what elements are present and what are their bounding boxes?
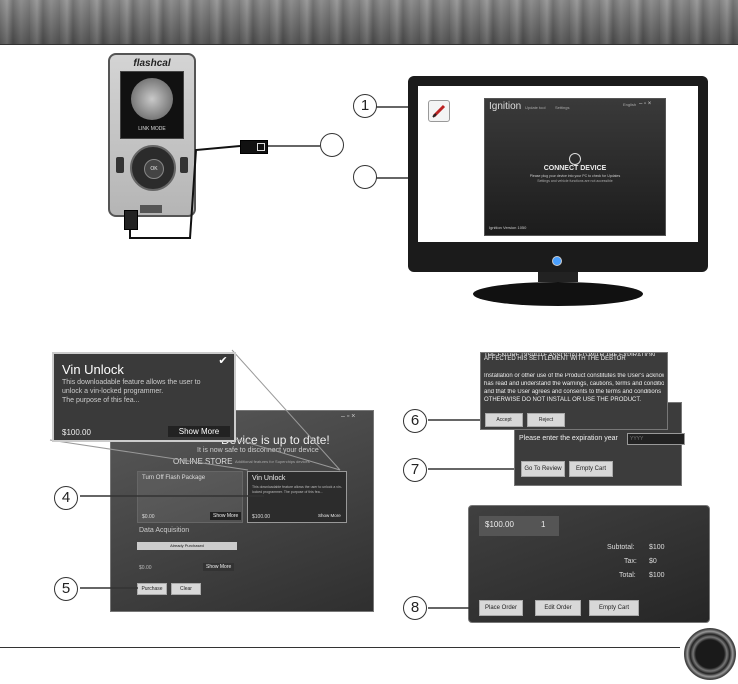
page-badge [684, 628, 736, 680]
accept-button[interactable]: Accept [485, 413, 523, 427]
usb-connector-device [124, 210, 138, 230]
monitor-neck [538, 272, 578, 282]
purchase-button[interactable]: Purchase [137, 583, 167, 595]
device-screen: LINK MODE [120, 71, 184, 139]
total-value: $100 [649, 572, 665, 579]
device-bottom-port [140, 205, 162, 213]
header-band [0, 0, 738, 45]
store-window-controls[interactable]: – ▫ × [341, 413, 356, 420]
device-side-button-left[interactable] [116, 157, 124, 173]
callout-5: 5 [54, 577, 78, 601]
online-store-heading: ONLINE STORE [173, 457, 233, 466]
vin-popup-desc2: unlock a vin-locked programmer. [62, 388, 164, 395]
uptodate-sub: It is now safe to disconnect your device [197, 447, 319, 454]
ignition-window: Ignition Update tool Settings English – … [484, 98, 666, 236]
cart-item-qty: 1 [541, 520, 546, 529]
callout-8: 8 [403, 596, 427, 620]
store-item-1-title: Turn Off Flash Package [142, 475, 206, 481]
store-window: – ▫ × Device is up to date! It is now sa… [110, 410, 374, 612]
cart-item-price: $100.00 [485, 520, 514, 529]
store-item-2-title: Vin Unlock [252, 475, 286, 482]
bottom-rule [0, 647, 680, 648]
callout-line-8 [428, 607, 470, 609]
store-item-1-show-more[interactable]: Show More [210, 512, 242, 520]
callout-2: 2 [320, 133, 344, 157]
vin-popup-price: $100.00 [62, 428, 91, 437]
subtotal-label: Subtotal: [607, 544, 635, 551]
dpad-ok-button[interactable]: OK [144, 159, 164, 179]
eula-line4: OTHERWISE DO NOT INSTALL OR USE THE PROD… [484, 397, 642, 403]
place-order-button[interactable]: Place Order [479, 600, 523, 616]
callout-3: 3 [353, 165, 377, 189]
go-to-review-button[interactable]: Go To Review [521, 461, 565, 477]
edit-order-button[interactable]: Edit Order [535, 600, 581, 616]
callout-4: 4 [54, 486, 78, 510]
device-brand: flashcal [133, 58, 171, 69]
zoom-lines [49, 349, 341, 589]
expiration-year-input[interactable] [627, 433, 685, 445]
vin-popup-desc1: This downloadable feature allows the use… [62, 379, 201, 386]
empty-cart-button-1[interactable]: Empty Cart [569, 461, 613, 477]
power-button[interactable] [552, 256, 562, 266]
ignition-footer: Ignition Version 1050 [489, 225, 527, 230]
device-screen-image [131, 78, 173, 120]
reject-button[interactable]: Reject [527, 413, 565, 427]
store-item-1[interactable]: Turn Off Flash Package $0.00 Show More [137, 471, 243, 523]
eula-line0: AFFECTED HIS SETTLEMENT WITH THE DEBTOR [484, 356, 626, 362]
data-acq-show-more[interactable]: Show More [203, 563, 235, 571]
usb-connector-pc [240, 140, 268, 154]
ignition-window-controls[interactable]: – ▫ × [639, 101, 652, 107]
device-side-button-right[interactable] [180, 157, 188, 173]
eula-line2: has read and understand the warnings, ca… [484, 381, 664, 387]
eula-line1: Installation or other use of the Product… [484, 373, 664, 379]
vin-popup-desc3: The purpose of this fea... [62, 397, 140, 404]
store-item-2-price: $100.00 [252, 514, 271, 520]
device-screen-label: LINK MODE [138, 126, 166, 132]
store-item-1-price: $0.00 [142, 514, 155, 520]
callout-6: 6 [403, 409, 427, 433]
connect-line1: Please plug your device into your PC to … [529, 174, 621, 178]
flashcal-device: flashcal LINK MODE OK [108, 53, 196, 217]
vin-unlock-popup[interactable]: Vin Unlock This downloadable feature all… [52, 352, 236, 442]
callout-1: 1 [353, 94, 377, 118]
callout-lines-6-7 [428, 419, 514, 470]
uptodate-heading: Device is up to date! [221, 433, 330, 447]
ignition-title: Ignition [489, 101, 522, 112]
ignition-icon [432, 104, 446, 118]
tax-label: Tax: [624, 558, 637, 565]
ignition-desktop-icon[interactable] [428, 100, 450, 122]
expiration-label: Please enter the expiration year [519, 435, 618, 442]
cart-item-row[interactable]: $100.00 1 [479, 516, 559, 536]
ignition-language[interactable]: English [623, 102, 637, 107]
vin-popup-title: Vin Unlock [62, 362, 124, 377]
online-store-sub: Additional features for Superchips devic… [235, 459, 310, 464]
store-item-2-show-more[interactable]: Show More [318, 513, 341, 518]
device-dpad[interactable]: OK [130, 145, 176, 191]
monitor-stand [473, 282, 643, 306]
data-acq-status: Already Purchased [137, 542, 237, 550]
eula-line3: and that the User agrees and consents to… [484, 389, 662, 395]
total-label: Total: [619, 572, 636, 579]
cart-panel: $100.00 1 Subtotal: $100 Tax: $0 Total: … [468, 505, 710, 623]
vin-popup-show-more[interactable]: Show More [168, 426, 230, 437]
tax-value: $0 [649, 558, 657, 565]
clear-button[interactable]: Clear [171, 583, 201, 595]
callout-7: 7 [403, 458, 427, 482]
checkmark-icon: ✔ [218, 355, 228, 367]
subtotal-value: $100 [649, 544, 665, 551]
eula-panel: THE ENTIRE DISPUTE ASSOCIATED WITH THE E… [480, 352, 668, 430]
ignition-menu-settings[interactable]: Settings [555, 105, 570, 110]
data-acq-title: Data Acquisition [139, 527, 190, 534]
empty-cart-button-2[interactable]: Empty Cart [589, 600, 639, 616]
eula-line-cut: THE ENTIRE DISPUTE ASSOCIATED WITH THE E… [484, 353, 656, 356]
store-item-vin-unlock[interactable]: Vin Unlock This downloadable feature all… [247, 471, 347, 523]
connect-device-icon [569, 153, 581, 165]
connect-heading: CONNECT DEVICE [543, 165, 607, 172]
connect-line2: Settings and vehicle functions are not a… [537, 179, 613, 183]
store-item-2-desc: This downloadable feature allows the use… [252, 485, 342, 494]
data-acq-price: $0.00 [139, 565, 152, 571]
ignition-title-sub: Update tool [525, 105, 546, 110]
